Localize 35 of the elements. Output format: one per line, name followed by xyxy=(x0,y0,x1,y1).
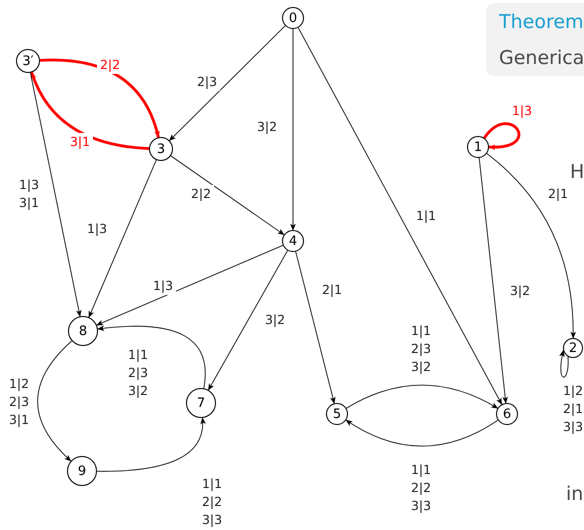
transition-arrow xyxy=(96,244,284,326)
state-circle: 7 xyxy=(186,388,216,418)
transition-arrow xyxy=(346,384,498,409)
transition-arrow xyxy=(298,27,502,405)
transition-arrow xyxy=(96,417,206,472)
transition-arrow xyxy=(88,160,157,318)
transition-arrow xyxy=(483,122,520,150)
card-title: Theorem xyxy=(499,11,584,33)
transition-arrow xyxy=(208,250,288,391)
state-circle: 8 xyxy=(68,316,98,346)
transition-arrow xyxy=(40,58,160,138)
transition-arrow xyxy=(169,25,286,142)
transition-arrow xyxy=(290,28,296,231)
partial-text: in xyxy=(566,483,584,505)
transition-arrow xyxy=(30,72,82,317)
transition-arrow xyxy=(170,155,285,236)
transition-arrow xyxy=(97,326,206,389)
state-circle: 9 xyxy=(67,456,97,486)
card-body-text: Generica xyxy=(499,47,584,69)
state-circle: 3 xyxy=(149,137,173,161)
partial-text: H xyxy=(570,161,584,183)
transition-arrow xyxy=(486,153,576,339)
state-circle: 2 xyxy=(563,338,583,358)
state-circle: 5 xyxy=(326,403,348,425)
state-circle: 6 xyxy=(496,403,518,425)
transition-arrow xyxy=(346,420,498,446)
state-circle: 1 xyxy=(467,136,489,158)
transition-arrow xyxy=(559,350,569,378)
state-circle: 0 xyxy=(282,7,304,29)
state-circle: 3′ xyxy=(16,49,40,73)
transition-arrow xyxy=(295,251,336,404)
transition-arrow xyxy=(37,340,72,462)
transition-arrow xyxy=(30,72,150,150)
transition-arrow xyxy=(478,158,508,404)
state-circle: 4 xyxy=(282,230,304,252)
